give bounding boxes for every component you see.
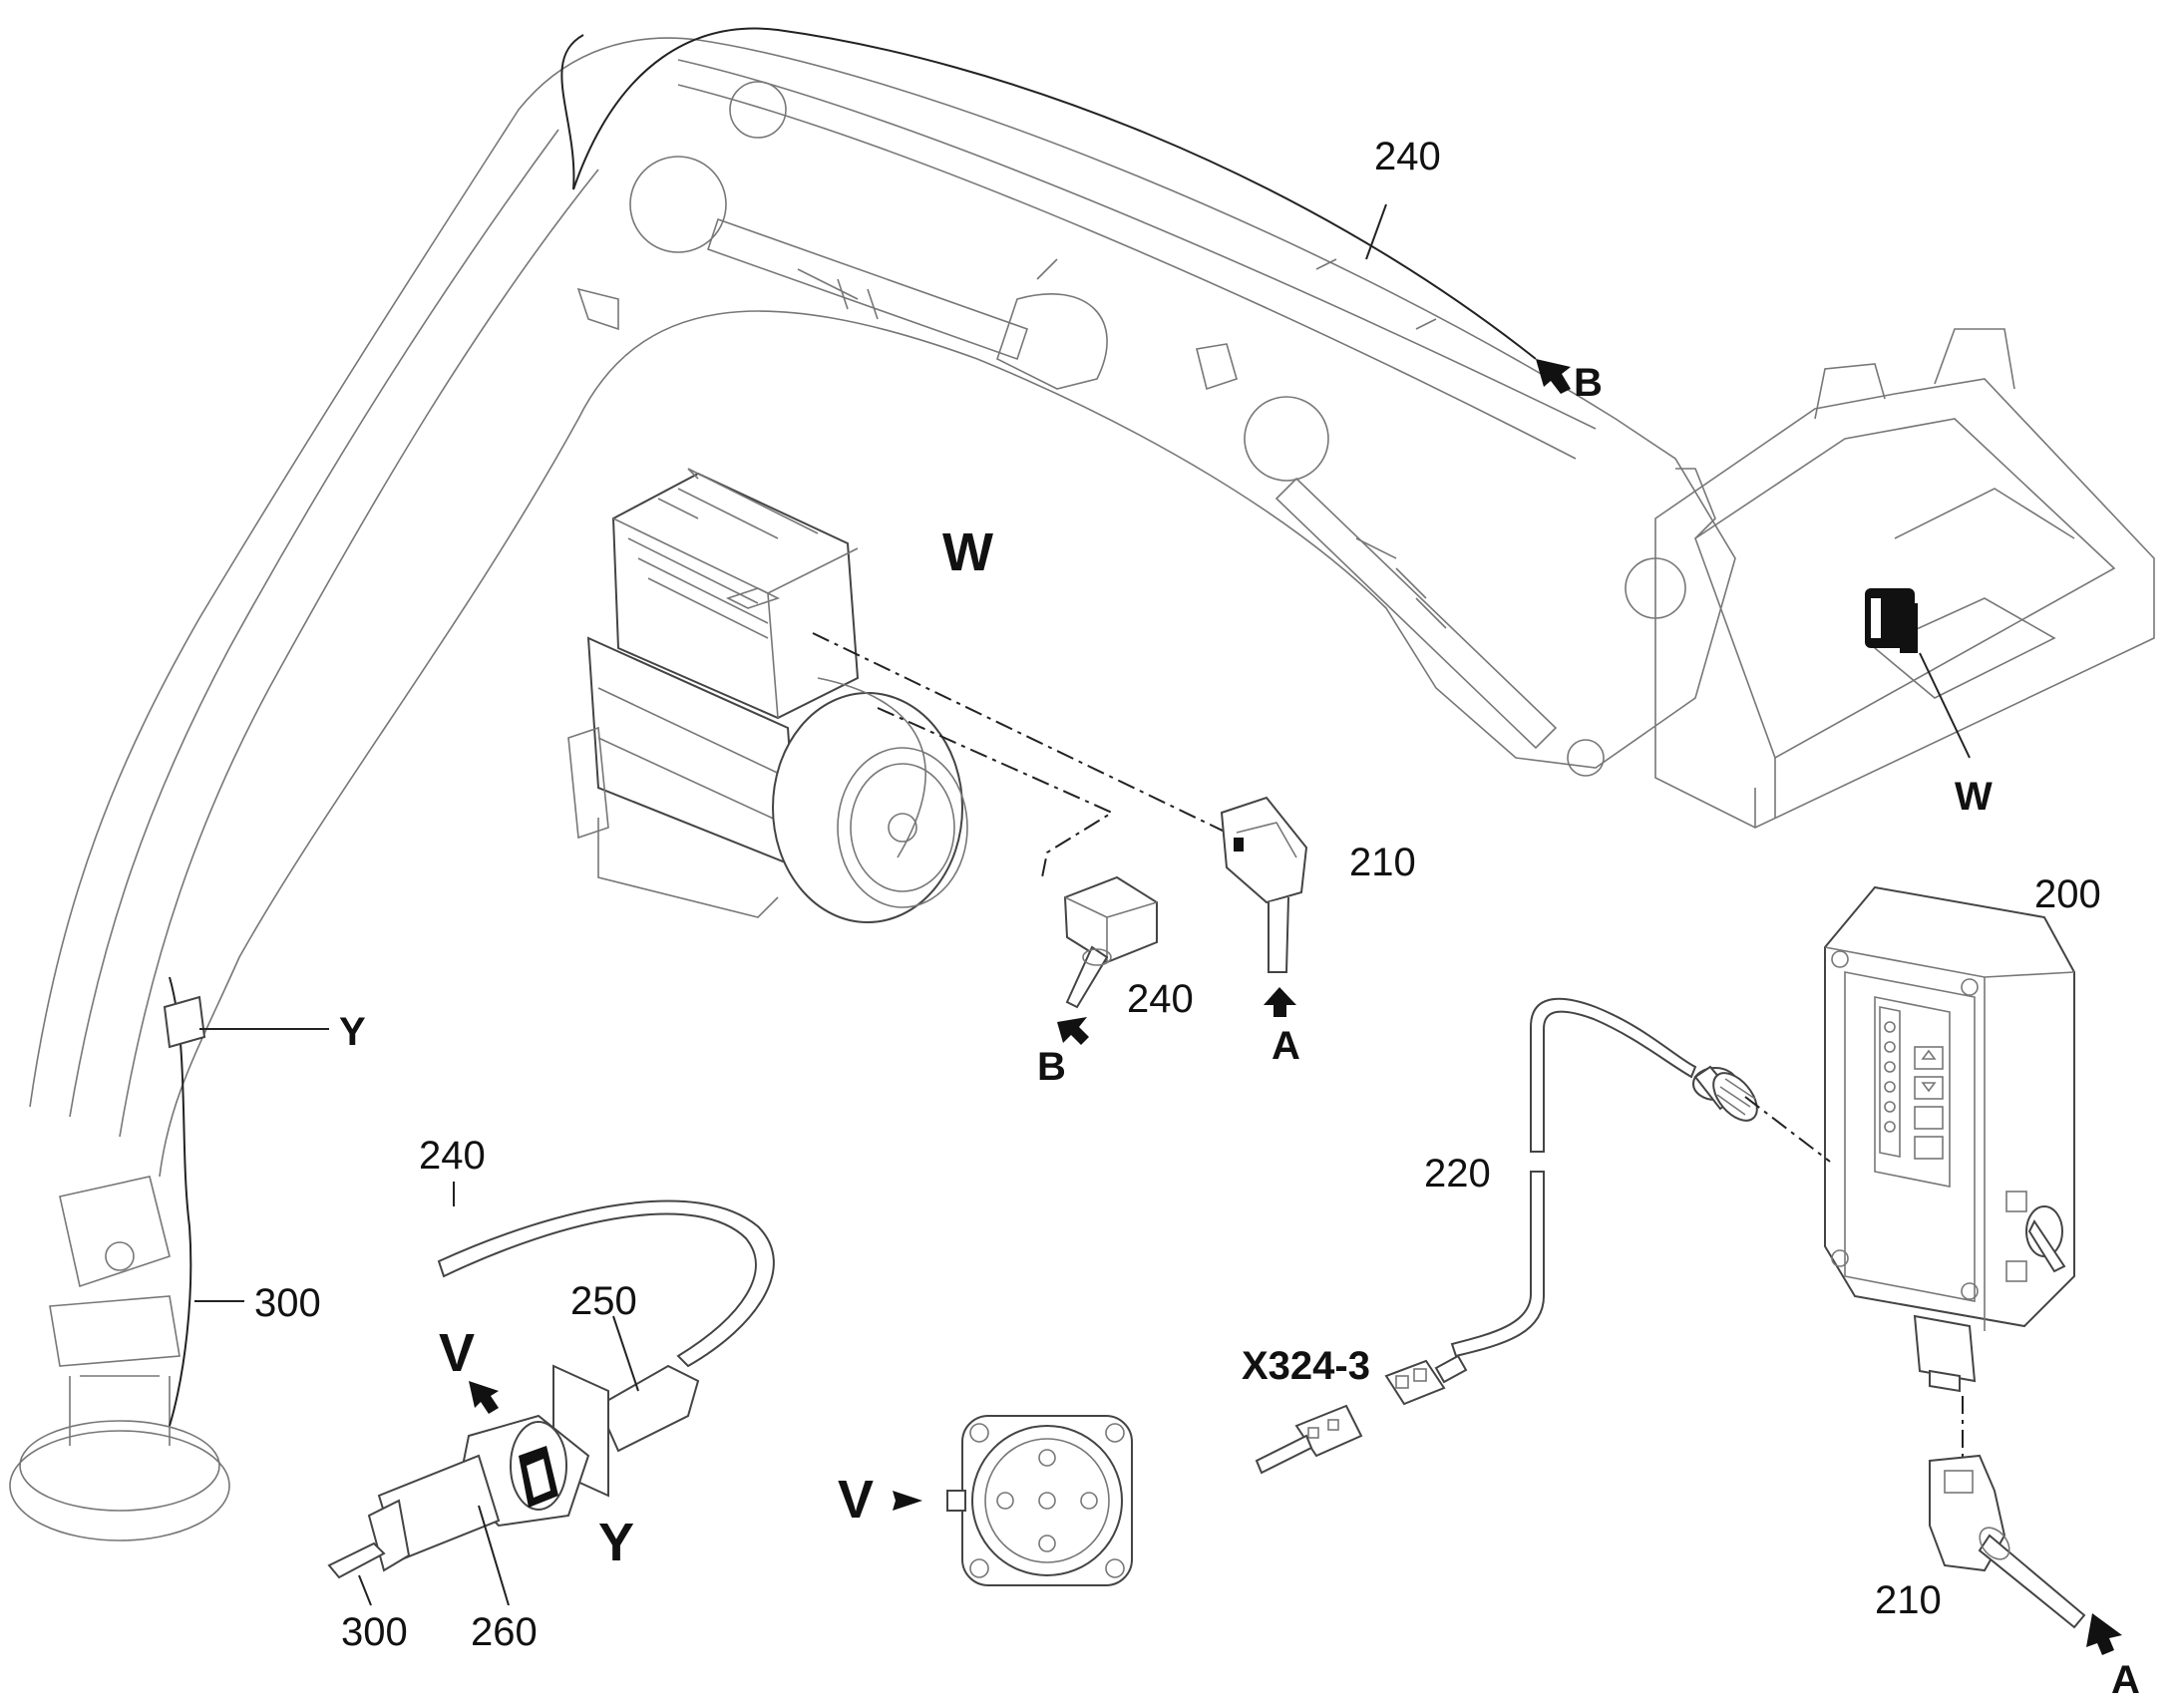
- label-v-socket: V: [838, 1470, 874, 1530]
- label-250: 250: [570, 1279, 637, 1323]
- label-240-mid: 240: [1127, 977, 1194, 1021]
- label-210-mid: 210: [1349, 841, 1416, 884]
- boom-assembly: [9, 37, 1918, 1541]
- label-x324-3: X324-3: [1242, 1344, 1370, 1388]
- label-b-top: B: [1574, 361, 1603, 405]
- leader-220-to-box: [1744, 1096, 1831, 1163]
- socket-face-view: [946, 1415, 1133, 1586]
- control-box-200: [1824, 885, 2075, 1393]
- connector-210-mid: [1220, 796, 1308, 973]
- label-260: 260: [471, 1610, 538, 1654]
- arrow-v-socket-icon: [893, 1491, 922, 1511]
- leader-w-right: [1919, 652, 1971, 759]
- machine-frame: [1654, 328, 2155, 829]
- arrow-a-bottom-icon: [2086, 1613, 2122, 1655]
- cable-240-boom-run: [572, 27, 1537, 360]
- label-210-bottom: 210: [1875, 1578, 1942, 1622]
- leader-300-bottom: [358, 1574, 372, 1606]
- label-y-left: Y: [339, 1010, 366, 1054]
- leader-260: [478, 1505, 510, 1606]
- label-220: 220: [1424, 1152, 1491, 1196]
- label-240-top: 240: [1374, 135, 1441, 178]
- connector-240-mid: [1063, 875, 1158, 1009]
- label-a-mid: A: [1272, 1024, 1300, 1068]
- leader-240-top: [1365, 203, 1387, 260]
- leader-to-210-mid: [812, 632, 1228, 834]
- label-v-plug: V: [439, 1323, 475, 1383]
- label-240-cable: 240: [419, 1134, 486, 1178]
- arrow-b-top-icon: [1536, 359, 1571, 394]
- label-300-bottom: 300: [341, 1610, 408, 1654]
- label-y-bottom: Y: [598, 1513, 634, 1572]
- plug-socket-assembly: [327, 1199, 775, 1579]
- cable-300-boom-run: [169, 34, 584, 1427]
- motor-controller-assembly: [567, 468, 968, 923]
- leader-to-240-mid: [877, 707, 1115, 878]
- y-clip-on-boom: [163, 995, 206, 1049]
- cable-220-assembly: [1255, 997, 1758, 1475]
- label-b-mid: B: [1037, 1045, 1066, 1089]
- connector-210-bottom: [1929, 1454, 2086, 1629]
- arrow-v-plug-icon: [469, 1381, 499, 1414]
- leader-250: [612, 1315, 639, 1392]
- label-w-top: W: [942, 522, 993, 582]
- label-200: 200: [2034, 872, 2101, 916]
- label-300-left: 300: [254, 1281, 321, 1325]
- arrow-a-mid-icon: [1264, 987, 1296, 1017]
- arrow-b-mid-icon: [1057, 1017, 1089, 1045]
- label-w-right: W: [1955, 775, 1993, 819]
- label-a-bottom: A: [2111, 1658, 2140, 1702]
